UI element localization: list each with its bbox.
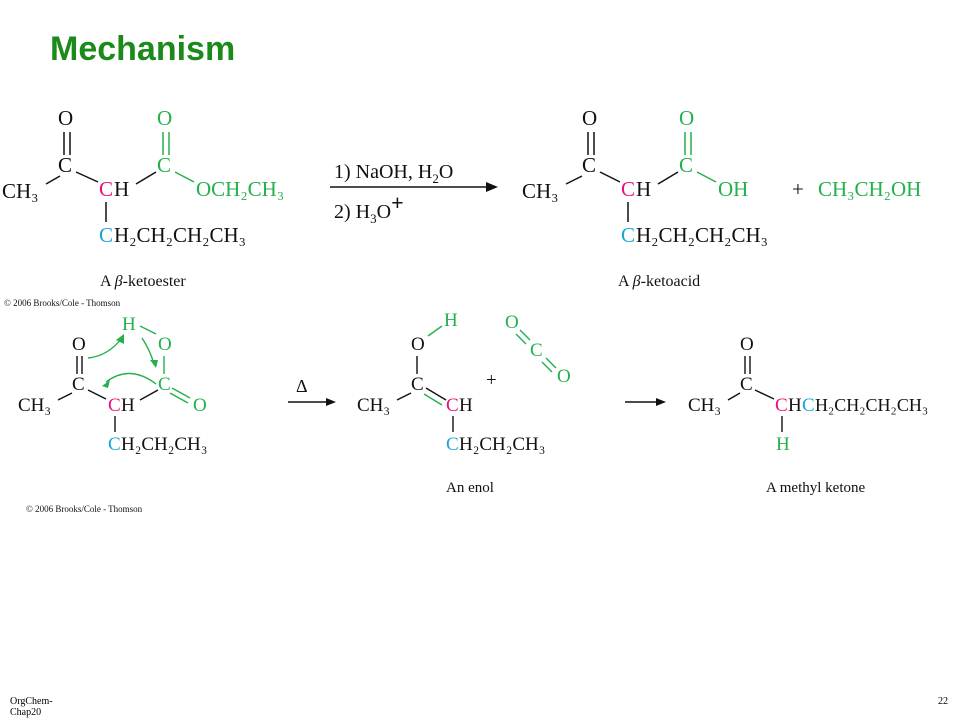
footer-course: OrgChem- Chap20 xyxy=(10,696,53,718)
group-propyl-tail-enol: H₂CH₂CH₃ xyxy=(459,434,545,455)
cyclic-transition-state: O C CH₃ C H H O C O C H₂CH₂CH₃ xyxy=(18,314,207,455)
copyright-top: © 2006 Brooks/Cole - Thomson xyxy=(4,298,121,308)
group-ch3-enol: CH₃ xyxy=(357,395,390,416)
atom-o-enol: O xyxy=(411,334,425,355)
plus-top: + xyxy=(792,177,804,201)
atom-o-co2-1: O xyxy=(505,312,519,333)
atom-o-ts-acid: O xyxy=(158,334,172,355)
atom-c-enol-chain: C xyxy=(446,434,459,455)
curved-arrow-3 xyxy=(105,372,157,385)
atom-c-ts-ketone: C xyxy=(72,374,85,395)
atom-c-enol: C xyxy=(411,374,424,395)
ethanol: CH₃CH₂OH xyxy=(818,177,921,201)
atom-o-ketone: O xyxy=(58,106,73,130)
delta-label: Δ xyxy=(296,376,308,396)
atom-o-co2-2: O xyxy=(557,366,571,387)
atom-c-enol-alpha: C xyxy=(446,395,459,416)
atom-c-ketone-2: C xyxy=(582,153,596,177)
atom-c-chain: C xyxy=(99,223,113,247)
atom-c-chain-2: C xyxy=(621,223,635,247)
footer-page-number: 22 xyxy=(938,696,948,707)
atom-c-acid: C xyxy=(679,153,693,177)
label-methyl-ketone: A methyl ketone xyxy=(766,480,865,496)
copyright-bottom: © 2006 Brooks/Cole - Thomson xyxy=(26,504,143,514)
atom-h-ts-alpha: H xyxy=(121,395,135,416)
atom-c-co2: C xyxy=(530,340,543,361)
atom-c-product-chain: C xyxy=(802,395,815,416)
plus-bottom: + xyxy=(486,370,497,391)
atom-h-new: H xyxy=(776,434,790,455)
group-ch3-2: CH₃ xyxy=(522,179,559,203)
atom-c-product: C xyxy=(740,374,753,395)
reagent-line-1: 1) NaOH, H2O xyxy=(334,161,453,186)
atom-c-alpha: C xyxy=(99,177,113,201)
atom-o-ts-carbonyl: O xyxy=(193,395,207,416)
group-butyl-tail-2: H₂CH₂CH₂CH₃ xyxy=(636,223,768,247)
group-oh: OH xyxy=(718,177,748,201)
group-butyl-tail: H₂CH₂CH₂CH₃ xyxy=(114,223,246,247)
atom-o-acid: O xyxy=(679,106,694,130)
reagent-line-2: 2) H3O+ xyxy=(334,190,404,226)
atom-o-ester: O xyxy=(157,106,172,130)
atom-o-ketone-2: O xyxy=(582,106,597,130)
slide-title: Mechanism xyxy=(50,30,236,68)
atom-h-product: H xyxy=(788,395,802,416)
group-propyl-tail: H₂CH₂CH₃ xyxy=(121,434,207,455)
label-ketoester: A β-ketoester xyxy=(100,273,186,290)
atom-h-enol: H xyxy=(444,310,458,331)
group-ch3-ts: CH₃ xyxy=(18,395,51,416)
label-ketoacid: A β-ketoacid xyxy=(618,273,700,290)
methyl-ketone-structure: O C CH₃ C H C H₂CH₂CH₂CH₃ H xyxy=(688,334,928,455)
group-ch3-product: CH₃ xyxy=(688,395,721,416)
atom-c-ketone: C xyxy=(58,153,72,177)
atom-o-product: O xyxy=(740,334,754,355)
atom-c-ts-acid: C xyxy=(158,374,171,395)
atom-c-alpha-2: C xyxy=(621,177,635,201)
atom-c-ts-chain: C xyxy=(108,434,121,455)
carbon-dioxide: O C O xyxy=(505,312,571,387)
atom-o-ts-ketone: O xyxy=(72,334,86,355)
curved-arrow-1 xyxy=(87,337,123,359)
atom-h-alpha-2: H xyxy=(636,177,651,201)
atom-h-enol-alpha: H xyxy=(459,395,473,416)
atom-h-alpha: H xyxy=(114,177,129,201)
group-och2ch3: OCH₂CH₃ xyxy=(196,177,284,201)
group-ch3: CH₃ xyxy=(2,179,39,203)
atom-c-product-alpha: C xyxy=(775,395,788,416)
atom-h-acid-ts: H xyxy=(122,314,136,335)
atom-c-ester: C xyxy=(157,153,171,177)
enol-structure: H O C CH₃ C H C H₂CH₂CH₃ xyxy=(357,310,545,455)
label-enol: An enol xyxy=(446,480,494,496)
atom-c-ts-alpha: C xyxy=(108,395,121,416)
beta-ketoester-structure: O C CH₃ C H O C OCH₂CH₃ C H₂CH₂CH₂CH₃ xyxy=(2,106,284,247)
group-butyl-product: H₂CH₂CH₂CH₃ xyxy=(815,395,928,415)
beta-ketoacid-structure: O C CH₃ C H O C OH C H₂CH₂CH₂CH₃ xyxy=(522,106,768,247)
